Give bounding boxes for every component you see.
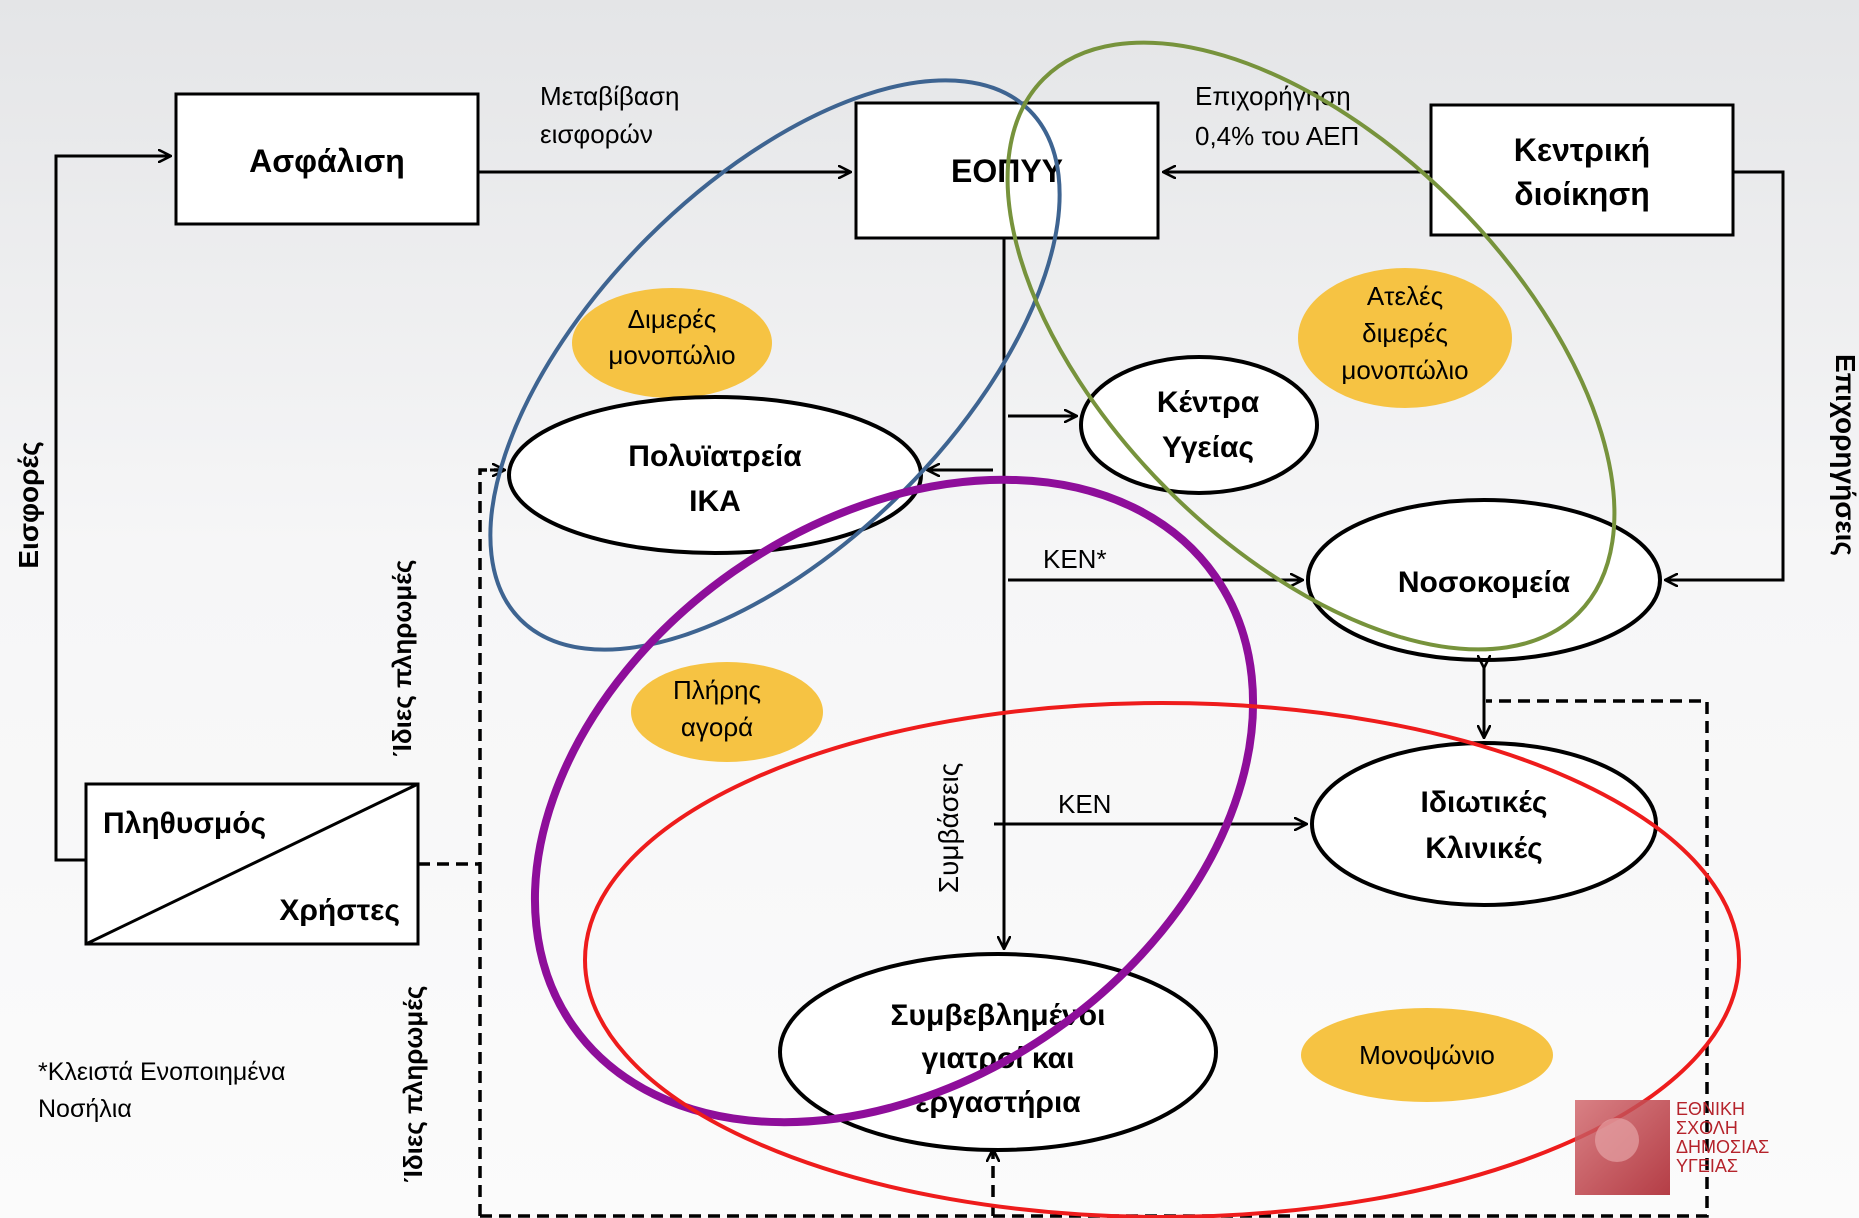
box-kentriki-label-line1: Κεντρική bbox=[1514, 132, 1650, 168]
logo-line1: ΕΘΝΙΚΗ bbox=[1676, 1099, 1745, 1119]
edge-label-metavivasi-line2: εισφορών bbox=[540, 119, 653, 149]
market-label-dimeres-line2: μονοπώλιο bbox=[608, 340, 735, 370]
node-polyiatreia-label-line1: Πολυϊατρεία bbox=[628, 440, 802, 473]
node-symvevlimenoi-label-line2: γιατροί και bbox=[922, 1042, 1075, 1075]
market-label-monopsonio: Μονοψώνιο bbox=[1359, 1040, 1495, 1070]
edge-eisfores bbox=[54, 156, 170, 862]
edge-label-idies-pliromes-top: Ίδιες πληρωμές bbox=[387, 560, 417, 757]
node-idiotikes-label-line1: Ιδιωτικές bbox=[1421, 786, 1548, 819]
logo-line4: ΥΓΕΙΑΣ bbox=[1676, 1156, 1738, 1176]
footnote-line1: *Κλειστά Ενοποιημένα bbox=[38, 1058, 285, 1086]
edge-label-idies-pliromes-bottom: Ίδιες πληρωμές bbox=[398, 986, 428, 1183]
node-kentra-label-line2: Υγείας bbox=[1162, 431, 1254, 464]
edge-label-symvaseis: Συμβάσεις bbox=[933, 763, 964, 894]
node-idiotikes-label-line2: Κλινικές bbox=[1425, 832, 1543, 865]
nsph-logo: ΕΘΝΙΚΗ ΣΧΟΛΗ ΔΗΜΟΣΙΑΣ ΥΓΕΙΑΣ bbox=[1575, 1099, 1769, 1195]
edge-label-epixorigisi-line2: 0,4% του ΑΕΠ bbox=[1195, 121, 1359, 151]
market-label-pliris-line1: Πλήρης bbox=[673, 675, 761, 705]
box-asfalisi bbox=[174, 92, 480, 226]
edge-label-epixorigiseis: Επιχορηγήσεις bbox=[1830, 354, 1859, 556]
edge-label-ken: ΚΕΝ bbox=[1058, 789, 1111, 819]
edge-dashed-idies-pliromes-top bbox=[478, 468, 500, 1216]
box-asfalisi-label: Ασφάλιση bbox=[249, 143, 405, 179]
logo-line2: ΣΧΟΛΗ bbox=[1676, 1118, 1738, 1138]
box-xristes-label: Χρήστες bbox=[279, 894, 400, 927]
node-nosokomeia-label: Νοσοκομεία bbox=[1398, 566, 1571, 599]
edge-label-metavivasi-line1: Μεταβίβαση bbox=[540, 81, 679, 111]
edge-label-epixorigisi-line1: Επιχορήγηση bbox=[1195, 81, 1351, 111]
node-polyiatreia-label-line2: ΙΚΑ bbox=[689, 485, 741, 518]
market-badge-monopsonio bbox=[1301, 1008, 1553, 1102]
segment-ellipse-green bbox=[1005, 40, 1617, 652]
market-badge-ateles bbox=[1298, 268, 1512, 408]
box-kentriki-label-line2: διοίκηση bbox=[1514, 176, 1650, 212]
box-kentriki-dioikisi bbox=[1429, 103, 1735, 237]
market-label-ateles-line3: μονοπώλιο bbox=[1341, 355, 1468, 385]
footnote-line2: Νοσήλια bbox=[38, 1095, 132, 1123]
market-label-dimeres-line1: Διμερές bbox=[628, 304, 717, 334]
node-idiotikes-klinikes bbox=[1310, 741, 1658, 907]
market-label-ateles-line2: διμερές bbox=[1362, 318, 1448, 348]
box-plithysmos-diagonal bbox=[85, 782, 419, 946]
edge-epixorigiseis bbox=[1666, 170, 1785, 580]
logo-line3: ΔΗΜΟΣΙΑΣ bbox=[1676, 1137, 1769, 1157]
market-badge-pliris bbox=[631, 662, 823, 762]
market-badge-dimeres bbox=[572, 288, 772, 398]
market-label-ateles-line1: Ατελές bbox=[1367, 281, 1443, 311]
edge-label-eisfores: Εισφορές bbox=[13, 441, 44, 568]
market-label-pliris-line2: αγορά bbox=[681, 712, 753, 742]
edge-label-ken-star: ΚΕΝ* bbox=[1043, 544, 1107, 574]
segment-ellipse-red bbox=[583, 701, 1741, 1218]
node-kentra-ygeias bbox=[1079, 355, 1319, 495]
node-kentra-label-line1: Κέντρα bbox=[1157, 386, 1260, 419]
box-plithysmos-label: Πληθυσμός bbox=[103, 807, 266, 840]
nsph-logo-emblem-detail bbox=[1595, 1118, 1639, 1162]
segment-ellipse-purple bbox=[530, 475, 1258, 1127]
